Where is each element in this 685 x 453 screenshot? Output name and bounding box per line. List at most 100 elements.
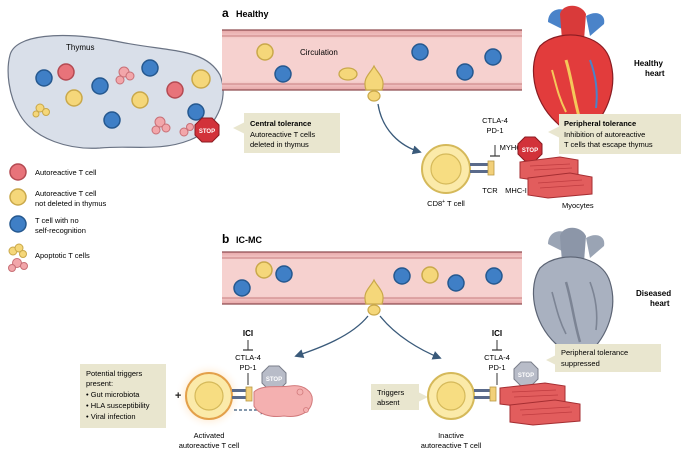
svg-text:STOP: STOP — [522, 148, 538, 154]
legend-no-self-2: self-recognition — [35, 226, 86, 235]
mhc-label: MHC-I — [505, 186, 527, 195]
pd1-label-left: PD-1 — [239, 363, 256, 372]
legend-autoreactive: Autoreactive T cell — [35, 168, 97, 177]
tcell-no-self — [447, 274, 465, 292]
healthy-heart-label-1: Healthy — [634, 59, 663, 68]
cd8-tcell: CD8+ T cell — [421, 144, 471, 208]
healthy-heart-label-2: heart — [645, 69, 665, 78]
pd1-label-a: PD-1 — [486, 126, 503, 135]
stop-sign-thymus: STOP — [194, 117, 220, 143]
extravasated-cell — [367, 90, 381, 102]
legend-not-deleted-2: not deleted in thymus — [35, 199, 107, 208]
tcell-no-self — [411, 43, 429, 61]
synapse-b-right — [474, 386, 497, 402]
tcell-no-self — [274, 65, 292, 83]
triggers-title-1: Potential triggers — [86, 369, 143, 378]
triggers-absent-1: Triggers — [377, 388, 404, 397]
activated-label-2: autoreactive T cell — [179, 441, 240, 450]
svg-text:STOP: STOP — [518, 373, 534, 379]
trigger-item-2: • HLA susceptibility — [86, 401, 150, 410]
extravasated-cell — [367, 304, 381, 316]
central-tolerance-line2: deleted in thymus — [250, 140, 309, 149]
tcell-not-deleted — [255, 261, 273, 279]
synapse-b-left — [232, 386, 253, 402]
triggers-absent-callout: Triggers absent — [371, 384, 428, 410]
peripheral-tolerance-line2: T cells that escape thymus — [564, 140, 653, 149]
migrating-cell — [338, 67, 358, 81]
tcell-no-self — [393, 267, 411, 285]
myocytes-b — [499, 382, 581, 426]
trigger-item-1: • Gut microbiota — [86, 390, 140, 399]
tcr-label: TCR — [482, 186, 498, 195]
diseased-heart-label-1: Diseased — [636, 289, 671, 298]
inactive-tcell: Inactive autoreactive T cell — [421, 372, 482, 450]
tcell-autoreactive — [57, 63, 75, 81]
legend: Autoreactive T cell Autoreactive T cell … — [8, 163, 107, 272]
legend-apoptotic: Apoptotic T cells — [35, 251, 90, 260]
peripheral-tolerance-title: Peripheral tolerance — [564, 119, 636, 128]
panel-a-title: Healthy — [236, 9, 269, 19]
extravasating-cell — [364, 64, 384, 91]
arrow-to-inactive — [379, 315, 442, 360]
apoptotic-yellow — [32, 103, 50, 118]
svg-text:STOP: STOP — [266, 377, 282, 383]
tcell-no-self — [485, 267, 503, 285]
extravasating-cell — [364, 278, 384, 305]
pd1-label-right: PD-1 — [488, 363, 505, 372]
thymus-label: Thymus — [66, 43, 94, 52]
blood-vessel-a: Circulation — [222, 29, 522, 91]
arrow-to-activated — [294, 315, 369, 359]
stop-label: STOP — [199, 129, 215, 135]
tcell-not-deleted — [65, 89, 83, 107]
ctla4-label-right: CTLA-4 — [484, 353, 510, 362]
tcell-not-deleted — [191, 69, 211, 89]
trigger-item-3: • Viral infection — [86, 412, 136, 421]
healthy-heart: Healthy heart — [532, 5, 665, 136]
myh6-label: MYH6 — [500, 143, 521, 152]
circulation-label: Circulation — [300, 48, 338, 57]
arrow-to-cd8 — [377, 103, 422, 155]
apoptotic-cells — [115, 66, 194, 137]
peripheral-tolerance-callout: Peripheral tolerance Inhibition of autor… — [548, 114, 681, 154]
triggers-title-2: present: — [86, 379, 113, 388]
diseased-heart: Diseased heart — [532, 227, 671, 358]
legend-not-deleted-1: Autoreactive T cell — [35, 189, 97, 198]
tcell-not-deleted — [256, 43, 274, 61]
activated-tcell: Activated autoreactive T cell — [175, 362, 243, 450]
panel-b-title: IC-MC — [236, 235, 262, 245]
peripheral-suppressed-1: Peripheral tolerance — [561, 348, 628, 357]
triggers-absent-2: absent — [377, 398, 400, 407]
tcell-no-self — [484, 48, 502, 66]
tcell-autoreactive — [166, 81, 184, 99]
legend-no-self-1: T cell with no — [35, 216, 79, 225]
tcell-no-self — [233, 279, 251, 297]
cd8-label: CD8+ T cell — [427, 199, 465, 208]
ctla4-label-left: CTLA-4 — [235, 353, 261, 362]
peripheral-suppressed-callout: Peripheral tolerance suppressed — [546, 344, 661, 372]
stop-sign-grey-right: STOP — [513, 361, 539, 387]
blood-vessel-b — [222, 251, 522, 305]
synapse-a — [470, 145, 500, 176]
inactive-label-2: autoreactive T cell — [421, 441, 482, 450]
diseased-heart-label-2: heart — [650, 299, 670, 308]
stop-sign-myocyte: STOP — [517, 136, 543, 162]
thymus: Thymus — [7, 34, 224, 149]
peripheral-tolerance-line1: Inhibition of autoreactive — [564, 130, 645, 139]
tcell-no-self — [91, 77, 109, 95]
ici-label-left: ICI — [243, 329, 253, 338]
triggers-callout: Potential triggers present: • Gut microb… — [80, 364, 166, 428]
panel-a-letter: a — [222, 6, 229, 20]
tcell-no-self — [275, 265, 293, 283]
central-tolerance-line1: Autoreactive T cells — [250, 130, 315, 139]
panel-b-letter: b — [222, 232, 229, 246]
myocytes-a: Myocytes — [519, 156, 594, 210]
tcell-no-self — [103, 111, 121, 129]
tcell-no-self — [141, 59, 159, 77]
activated-label-1: Activated — [194, 431, 225, 440]
tcell-no-self — [35, 69, 53, 87]
tcell-no-self — [187, 103, 205, 121]
tcell-not-deleted — [421, 266, 439, 284]
ici-label-right: ICI — [492, 329, 502, 338]
damaged-myocytes — [253, 385, 313, 417]
